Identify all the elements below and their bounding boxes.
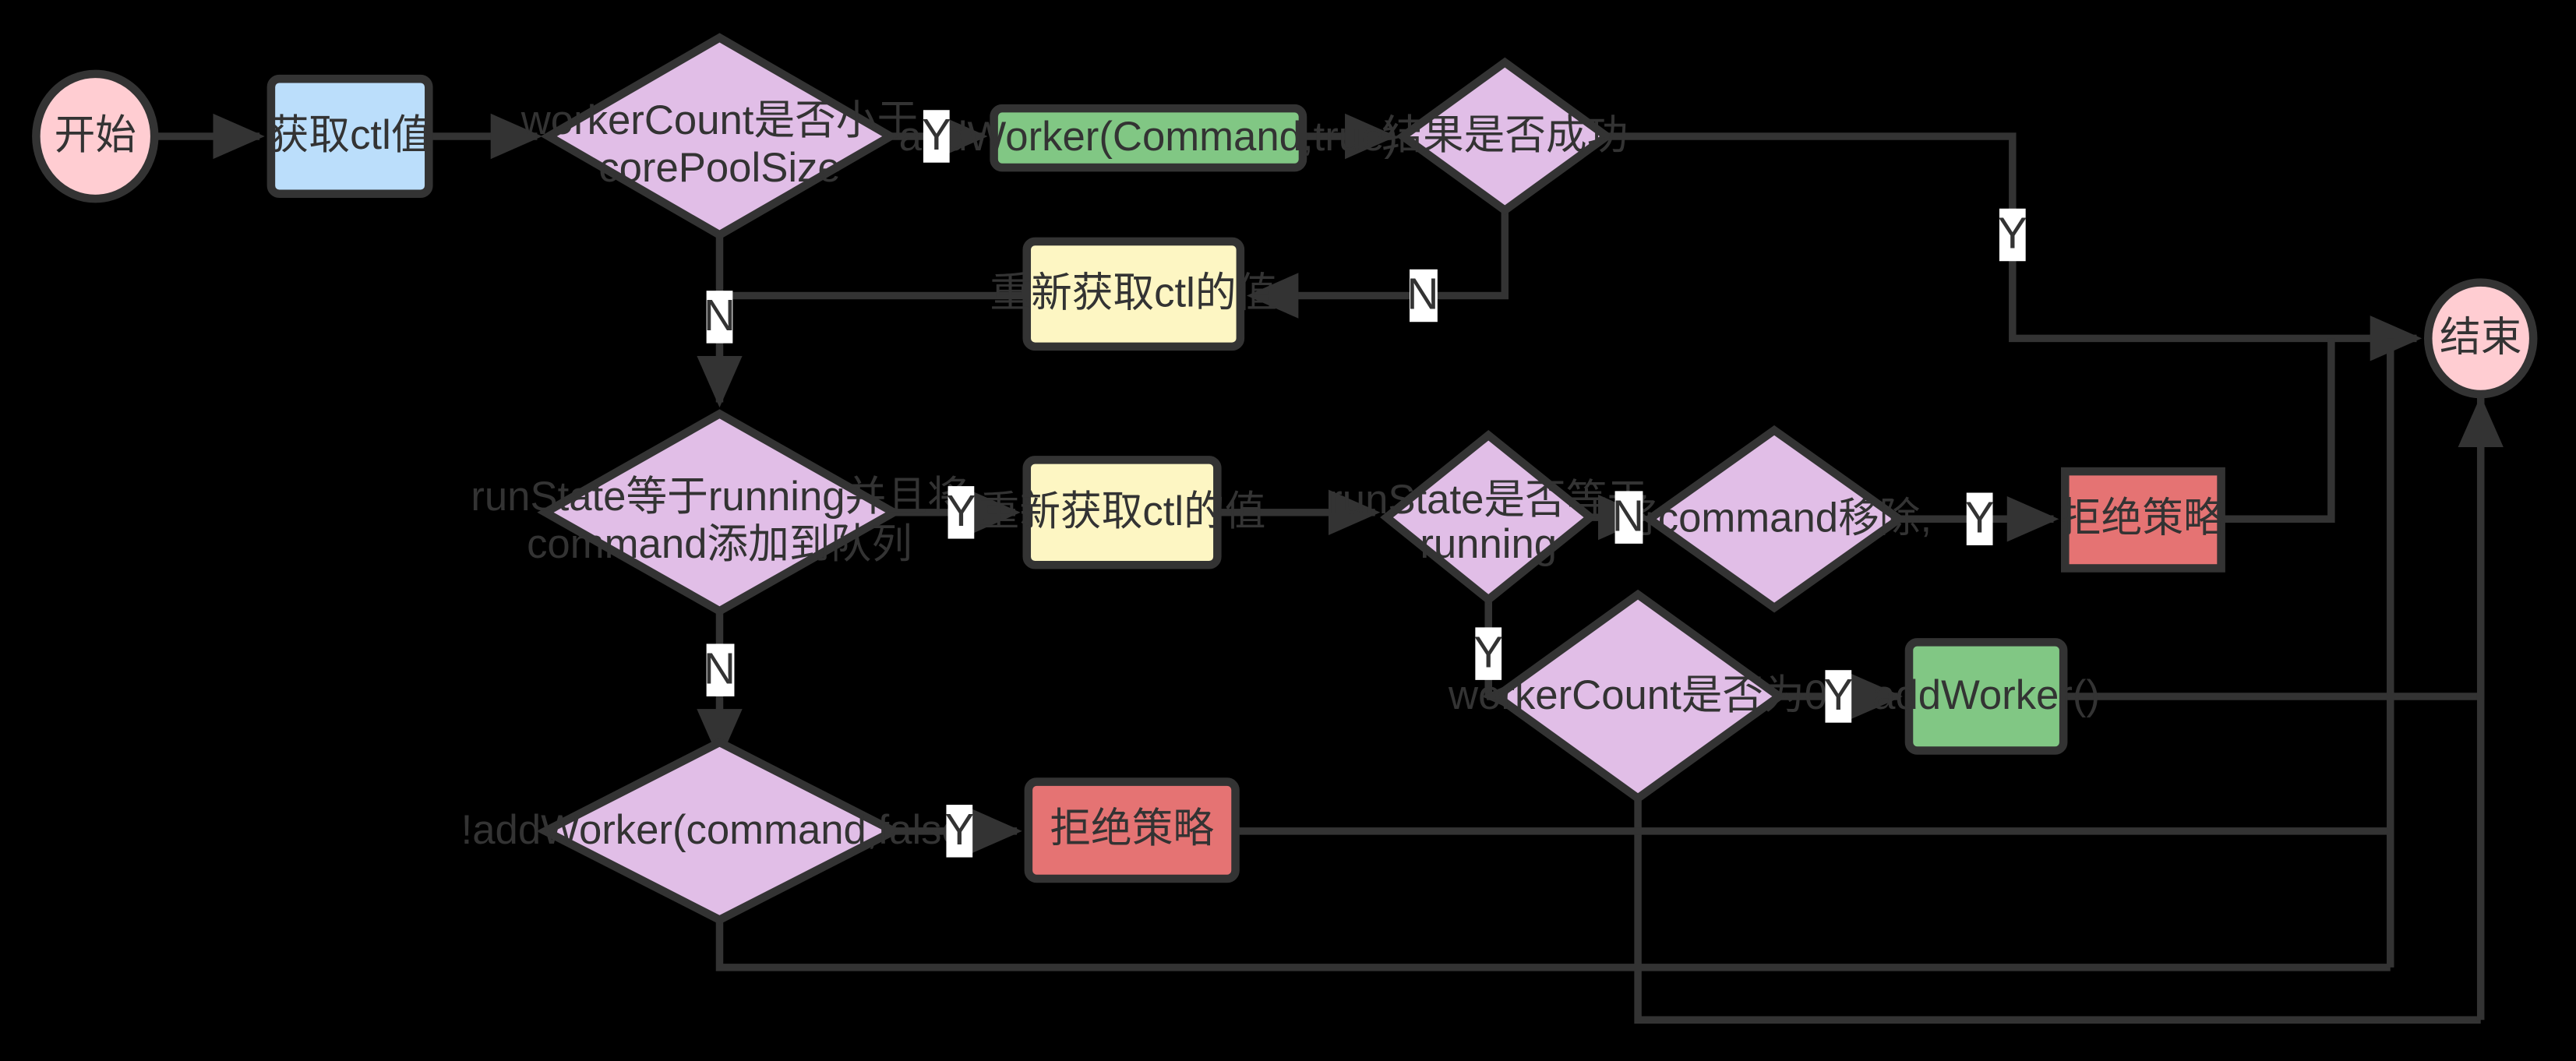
edge-label-isrunning-yes: Y xyxy=(1473,627,1503,680)
node-decision-workercount-zero[interactable]: workerCount是否为0 xyxy=(1448,589,1827,804)
node-reget-ctl-1-label: 重新获取ctl的值 xyxy=(990,270,1277,315)
node-decision-corepoolsize-label-line1: workerCount是否小于 xyxy=(520,97,918,143)
edge-label-isrunning-no-text: N xyxy=(1612,491,1644,541)
node-reject-policy-2-label: 拒绝策略 xyxy=(1050,805,1214,851)
edge-label-addfalse-yes: Y xyxy=(944,805,974,858)
node-decision-remove-command[interactable]: 将command移除, xyxy=(1617,425,1932,613)
node-reject-policy-2[interactable]: 拒绝策略 xyxy=(1024,777,1240,883)
node-reget-ctl-1[interactable]: 重新获取ctl的值 xyxy=(990,237,1277,351)
node-decision-result-success[interactable]: 结果是否成功 xyxy=(1382,57,1628,216)
edge-label-remove-yes-text: Y xyxy=(1965,492,1995,542)
node-reget-ctl-2[interactable]: 重新获取ctl的值 xyxy=(979,456,1266,569)
node-decision-corepoolsize[interactable]: workerCount是否小于 corePoolSize xyxy=(520,33,918,240)
node-decision-runstate-is-running-label-line2: running xyxy=(1420,521,1557,567)
node-decision-runstate-enqueue[interactable]: runState等于running并且将 command添加到队列 xyxy=(471,409,969,616)
edge-label-corecheck-yes-text: Y xyxy=(922,110,951,160)
edge-label-corecheck-yes: Y xyxy=(922,110,951,163)
edge-label-isrunning-yes-text: Y xyxy=(1473,627,1503,677)
node-start-label: 开始 xyxy=(55,112,136,158)
edge-label-remove-yes: Y xyxy=(1965,492,1995,545)
edge-label-runningcheck-yes-text: Y xyxy=(946,486,976,536)
node-decision-corepoolsize-label-line2: corePoolSize xyxy=(598,145,840,191)
edge-addfalse-no-to-end xyxy=(715,919,2391,971)
edge-reject1-to-end xyxy=(2222,338,2335,523)
edge-label-corecheck-no: N xyxy=(704,291,736,344)
edge-label-isrunning-no: N xyxy=(1612,491,1644,544)
node-start[interactable]: 开始 xyxy=(32,69,159,203)
node-reject-policy-1-label: 拒绝策略 xyxy=(2060,495,2225,541)
edge-label-successcheck-yes: Y xyxy=(1998,209,2027,262)
node-addworker-empty[interactable]: addWorker() xyxy=(1872,638,2100,755)
edges-layer xyxy=(157,113,2504,1024)
node-addworker-empty-label: addWorker() xyxy=(1872,672,2100,718)
edge-label-runningcheck-yes: Y xyxy=(946,486,976,539)
nodes-layer: 开始 获取ctl值 workerCount是否小于 corePoolSize a… xyxy=(32,33,2538,925)
edge-label-successcheck-no-text: N xyxy=(1406,270,1438,319)
edge-label-runningcheck-no-text: N xyxy=(704,643,736,693)
node-decision-workercount-zero-label: workerCount是否为0 xyxy=(1448,672,1827,718)
edge-label-successcheck-no: N xyxy=(1406,270,1438,323)
node-decision-runstate-is-running[interactable]: runState是否等于 running xyxy=(1329,429,1648,605)
node-addworker-command-true-label: addWorker(Command,true) xyxy=(899,114,1398,160)
edge-label-wc0-yes-text: Y xyxy=(1823,670,1853,720)
node-get-ctl-label: 获取ctl值 xyxy=(268,112,432,158)
edge-labels-layer: Y N Y N Y N N Y xyxy=(704,110,2027,858)
edge-label-wc0-yes: Y xyxy=(1823,670,1853,723)
node-decision-result-success-label: 结果是否成功 xyxy=(1382,112,1628,158)
node-get-ctl[interactable]: 获取ctl值 xyxy=(266,74,433,199)
edge-successcheck-no-to-reget xyxy=(1246,211,1509,319)
edge-label-runningcheck-no: N xyxy=(704,643,736,696)
node-addworker-command-true[interactable]: addWorker(Command,true) xyxy=(899,104,1398,172)
node-decision-not-addworker-false-label: !addWorker(command,false) xyxy=(461,807,979,853)
node-end[interactable]: 结束 xyxy=(2423,278,2538,399)
node-reget-ctl-2-label: 重新获取ctl的值 xyxy=(979,488,1266,534)
node-decision-runstate-is-running-label-line1: runState是否等于 xyxy=(1329,477,1648,523)
node-reject-policy-1[interactable]: 拒绝策略 xyxy=(2060,467,2225,573)
edge-label-corecheck-no-text: N xyxy=(704,291,736,340)
node-decision-runstate-enqueue-label-line1: runState等于running并且将 xyxy=(471,474,968,520)
edge-label-addfalse-yes-text: Y xyxy=(944,805,974,855)
node-decision-runstate-enqueue-label-line2: command添加到队列 xyxy=(527,521,912,567)
node-decision-remove-command-label: 将command移除, xyxy=(1617,495,1932,541)
node-end-label: 结束 xyxy=(2440,314,2521,360)
edge-label-successcheck-yes-text: Y xyxy=(1998,209,2027,259)
node-decision-not-addworker-false[interactable]: !addWorker(command,false) xyxy=(461,738,979,925)
edge-wc0-no-to-end xyxy=(1634,799,2481,1024)
